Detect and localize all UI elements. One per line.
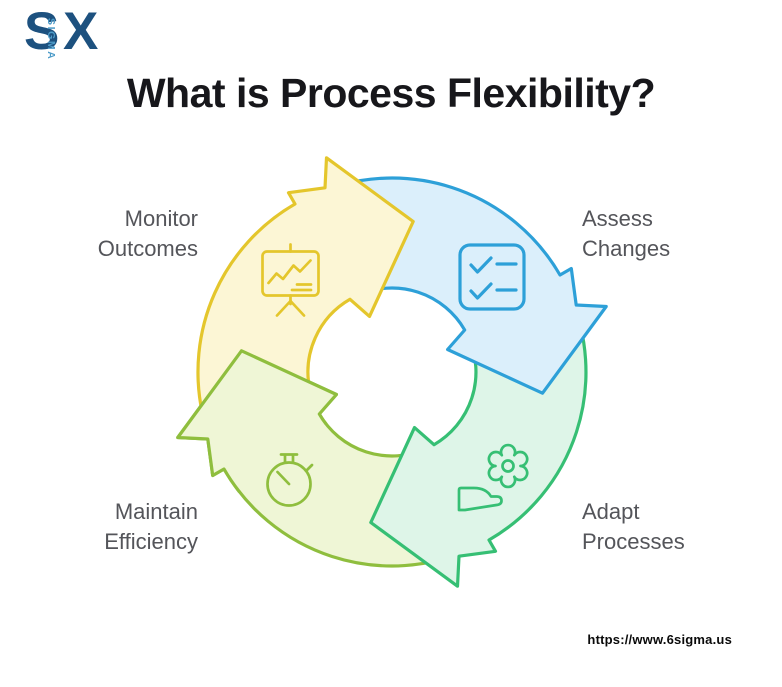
step-label-line: Outcomes [97,235,198,261]
step-label-line: Maintain [114,499,198,524]
logo-letter-s: S [24,2,59,61]
step-label-line: Efficiency [104,528,198,554]
step-label-assess-changes: Assess Changes [582,204,670,263]
step-label-maintain-efficiency: Maintain Efficiency [104,497,198,556]
step-label-line: Monitor [124,206,198,231]
website-url: https://www.6sigma.us [587,632,732,647]
gear-hand-icon [457,443,529,512]
cycle-diagram [176,156,608,588]
step-label-line: Assess [582,206,653,231]
step-label-line: Changes [582,235,671,261]
cycle-arrows [176,156,608,588]
six-sigma-logo: S SIGMA X [24,5,106,66]
step-label-monitor-outcomes: Monitor Outcomes [98,204,198,263]
cycle-arrow-segment [176,349,338,493]
logo-letter-x: X [63,2,98,61]
stopwatch-icon [266,453,314,507]
presentation-chart-icon [261,243,320,317]
step-label-line: Processes [582,528,685,554]
logo-sigma-vertical-text: SIGMA [45,18,57,61]
step-label-line: Adapt [582,499,640,524]
checklist-icon [458,243,526,311]
step-label-adapt-processes: Adapt Processes [582,497,685,556]
page-title: What is Process Flexibility? [126,70,656,116]
